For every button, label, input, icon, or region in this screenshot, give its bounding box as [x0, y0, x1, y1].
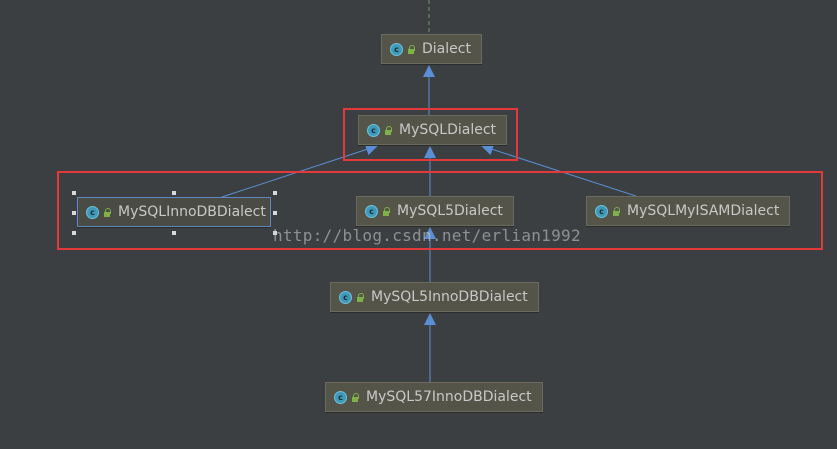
node-label: MySQLInnoDBDialect: [118, 204, 266, 220]
lock-icon: [382, 207, 390, 216]
class-icon: c: [595, 204, 608, 218]
lock-icon: [351, 393, 359, 402]
node-label: MySQL57InnoDBDialect: [366, 389, 532, 405]
class-icon: c: [365, 204, 378, 218]
node-mysql5-dialect[interactable]: c MySQL5Dialect: [356, 196, 514, 226]
lock-icon: [407, 45, 415, 54]
node-dialect[interactable]: c Dialect: [381, 34, 482, 64]
node-mysql-dialect[interactable]: c MySQLDialect: [358, 115, 508, 145]
selection-handle[interactable]: [273, 231, 277, 235]
class-icon: c: [86, 205, 99, 219]
selection-handle[interactable]: [72, 211, 76, 215]
node-label: MySQL5Dialect: [397, 203, 503, 219]
lock-icon: [103, 208, 111, 217]
selection-handle[interactable]: [72, 231, 76, 235]
class-icon: c: [339, 290, 352, 304]
node-mysql5-innodb-dialect[interactable]: c MySQL5InnoDBDialect: [330, 282, 539, 312]
node-label: MySQLMyISAMDialect: [627, 203, 780, 219]
selection-handle[interactable]: [273, 211, 277, 215]
highlight-box-subclasses: [57, 171, 823, 250]
node-label: MySQLDialect: [399, 122, 497, 138]
selection-handle[interactable]: [172, 231, 176, 235]
class-icon: c: [367, 123, 380, 137]
node-label: Dialect: [422, 41, 471, 57]
highlight-box-mysql-dialect: [343, 108, 518, 161]
selection-handle[interactable]: [273, 191, 277, 195]
selection-handle[interactable]: [172, 191, 176, 195]
watermark-text: http://blog.csdn.net/erlian1992: [273, 226, 581, 245]
node-mysql57-innodb-dialect[interactable]: c MySQL57InnoDBDialect: [325, 382, 543, 412]
selection-handle[interactable]: [72, 191, 76, 195]
class-icon: c: [390, 42, 403, 56]
lock-icon: [612, 207, 620, 216]
lock-icon: [356, 293, 364, 302]
lock-icon: [384, 126, 392, 135]
node-label: MySQL5InnoDBDialect: [371, 289, 528, 305]
class-icon: c: [334, 390, 347, 404]
node-mysql-myisam-dialect[interactable]: c MySQLMyISAMDialect: [586, 196, 791, 226]
node-mysql-innodb-dialect[interactable]: c MySQLInnoDBDialect: [77, 197, 271, 227]
